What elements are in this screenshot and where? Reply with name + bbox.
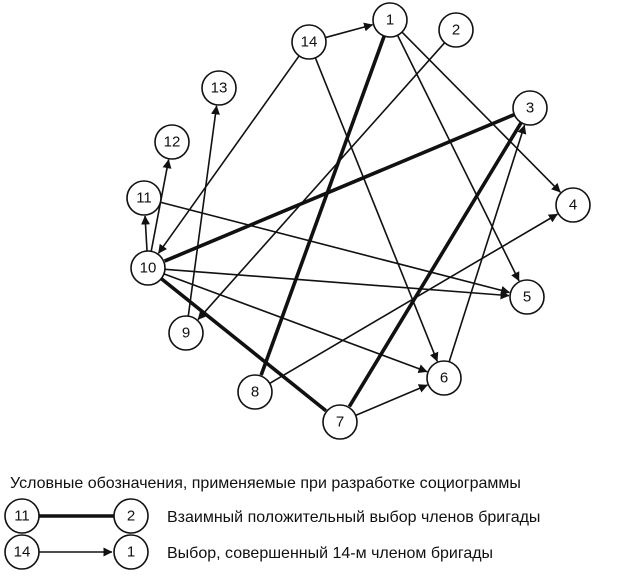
legend: Условные обозначения, применяемые при ра…	[4, 475, 540, 570]
mutual-choice-line-10-7	[160, 277, 328, 413]
legend-choice-to-label: 1	[127, 544, 135, 561]
member-node-label: 6	[440, 370, 448, 387]
choice-arrow-11-5	[160, 201, 511, 295]
legend-mutual-from-label: 11	[14, 508, 30, 525]
choice-arrow-8-4	[269, 213, 558, 385]
member-node-label: 2	[452, 22, 460, 39]
member-node-label: 8	[251, 384, 259, 401]
mutual-choice-line-1-8	[259, 35, 386, 376]
legend-choice-from-label: 14	[14, 544, 31, 561]
edges-layer	[141, 22, 561, 417]
member-node-label: 10	[140, 260, 157, 277]
member-node-2: 2	[438, 12, 474, 48]
mutual-choice-line-3-7	[347, 121, 523, 408]
member-node-label: 5	[523, 289, 531, 306]
mutual-choice-line-3-10	[163, 112, 516, 263]
choice-arrow-10-6	[163, 273, 428, 373]
member-node-3: 3	[512, 90, 548, 126]
member-node-6: 6	[426, 360, 462, 396]
choice-arrow-2-9	[197, 42, 446, 321]
member-node-label: 4	[569, 197, 577, 214]
choice-arrow-1-5	[396, 34, 520, 282]
choice-arrow-9-13	[187, 105, 220, 317]
legend-mutual-to-node: 2	[113, 498, 149, 534]
legend-choice-from-node: 14	[4, 534, 40, 570]
choice-arrow-14-1	[325, 22, 374, 39]
member-node-label: 11	[136, 190, 152, 207]
member-node-1: 1	[372, 2, 408, 38]
member-node-10: 10	[130, 250, 166, 286]
legend-mutual-to-label: 2	[127, 508, 135, 525]
legend-mutual-text: Взаимный положительный выбор членов бриг…	[167, 509, 540, 526]
member-node-label: 14	[301, 34, 318, 51]
choice-arrow-14-6	[314, 57, 439, 362]
choice-arrow-14-10	[157, 55, 300, 254]
legend-title: Условные обозначения, применяемые при ра…	[10, 475, 521, 492]
member-node-11: 11	[126, 180, 162, 216]
member-node-label: 12	[164, 134, 181, 151]
member-node-4: 4	[555, 187, 591, 223]
member-node-5: 5	[509, 279, 545, 315]
choice-arrow-7-6	[355, 384, 428, 417]
member-node-label: 13	[211, 80, 228, 97]
member-node-label: 7	[336, 414, 344, 431]
choice-arrow-1-4	[401, 31, 561, 193]
member-node-13: 13	[201, 70, 237, 106]
member-node-7: 7	[322, 404, 358, 440]
legend-choice-to-node: 1	[113, 534, 149, 570]
choice-arrow-10-5	[164, 268, 510, 300]
member-node-9: 9	[168, 315, 204, 351]
member-node-8: 8	[237, 374, 273, 410]
legend-choice-text: Выбор, совершенный 14-м членом бригады	[167, 545, 493, 562]
member-node-14: 14	[291, 24, 327, 60]
member-node-12: 12	[154, 124, 190, 160]
member-node-label: 9	[182, 325, 190, 342]
legend-mutual-from-node: 11	[4, 498, 40, 534]
member-node-label: 1	[386, 12, 394, 29]
member-node-label: 3	[526, 100, 534, 117]
choice-arrow-6-3	[448, 124, 527, 363]
choice-arrow-10-11	[141, 215, 151, 252]
